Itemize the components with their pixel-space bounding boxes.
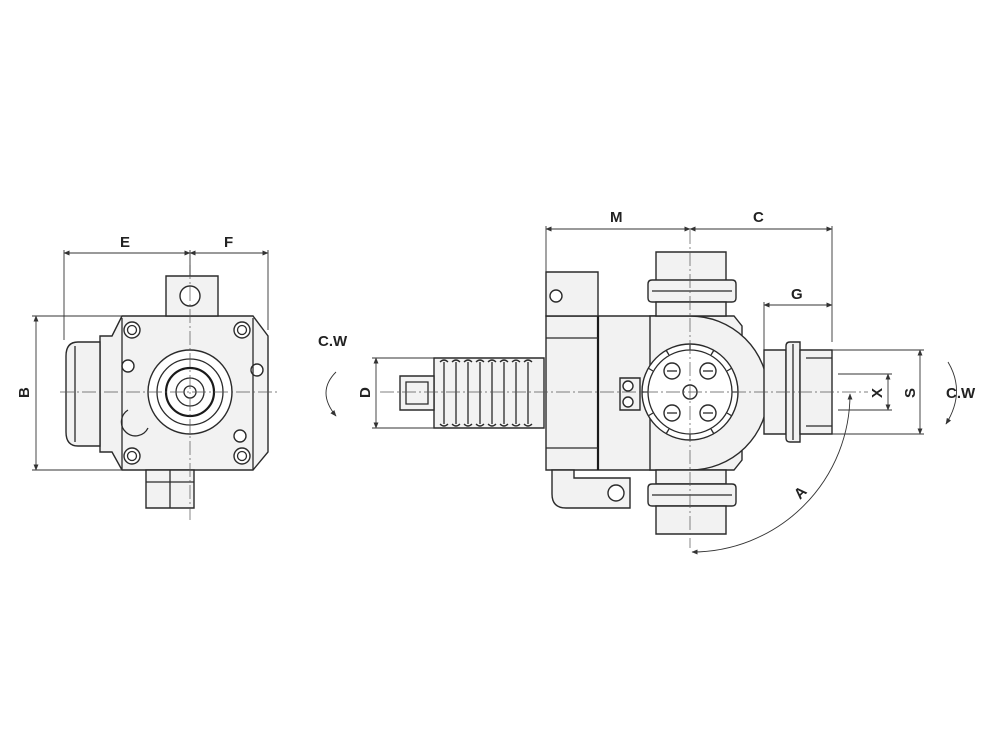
cw-label-left: C.W: [318, 333, 348, 350]
top-block-hole: [549, 289, 563, 303]
dim-label-b: B: [16, 387, 33, 398]
top-collet: [647, 251, 737, 317]
housing-lines: [546, 337, 598, 449]
key-slot: [120, 409, 149, 437]
top-block: [545, 271, 599, 317]
dim-label-e: E: [120, 234, 130, 251]
adjuster-screw-1: [622, 380, 634, 392]
bolt-holes: [121, 321, 264, 465]
rotation-indicator-right: C.W: [945, 361, 976, 425]
tip-flat: [405, 381, 429, 405]
front-end-view: E F B: [16, 234, 280, 520]
dim-label-d: D: [357, 387, 374, 398]
shank-ribs: [439, 359, 533, 427]
shank-tip: [399, 375, 435, 411]
dim-arc-a: [691, 393, 853, 555]
body-edges: [121, 318, 254, 470]
coolant-hole: [607, 484, 625, 502]
fitting-lines: [146, 470, 194, 508]
dim-label-s: S: [902, 388, 919, 398]
dim-label-f: F: [224, 234, 233, 251]
dim-label-a: A: [791, 483, 811, 503]
cw-label-right: C.W: [946, 385, 976, 402]
rotation-indicator-left: C.W: [318, 333, 348, 417]
side-view: M C G D X S A: [357, 209, 924, 555]
bottom-collet: [647, 469, 737, 535]
dim-label-g: G: [791, 286, 803, 303]
adjuster-screw-2: [622, 396, 634, 408]
dim-label-x: X: [869, 388, 886, 398]
dim-label-m: M: [610, 209, 623, 226]
dim-label-c: C: [753, 209, 764, 226]
left-boss: [65, 341, 101, 447]
